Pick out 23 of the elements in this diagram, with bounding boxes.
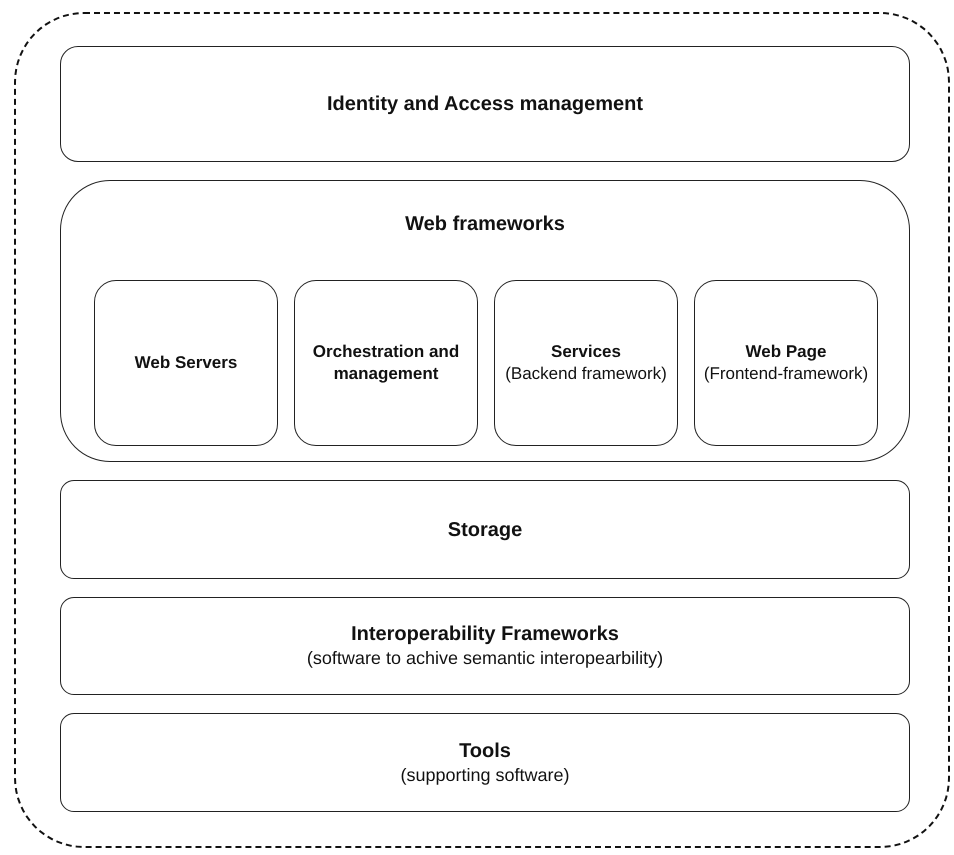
description-text: (Frontend-framework) (702, 363, 870, 385)
heading-text: Identity and Access management (326, 92, 644, 117)
description-text: (supporting software) (400, 764, 570, 787)
component-box (94, 280, 278, 446)
layer-box (60, 713, 910, 812)
component-box (694, 280, 878, 446)
layer-box (60, 480, 910, 579)
heading-text: Services (550, 340, 622, 363)
heading-text: Web frameworks (404, 212, 566, 237)
heading-text: Tools (459, 738, 511, 764)
heading-text: Storage (448, 518, 522, 542)
heading-text: Interoperability Frameworks (351, 622, 619, 648)
component-box (294, 280, 478, 446)
dashed-frame (14, 12, 950, 848)
layer-box (60, 46, 910, 162)
heading-text: Orchestration and management (312, 340, 460, 385)
component-box (494, 280, 678, 446)
heading-text: Web Servers (134, 352, 238, 374)
description-text: (software to achive semantic interopearbility) (306, 647, 664, 670)
group-box (60, 180, 910, 462)
heading-text: Web Page (744, 340, 828, 363)
description-text: (Backend framework) (504, 363, 668, 385)
layer-box (60, 597, 910, 695)
